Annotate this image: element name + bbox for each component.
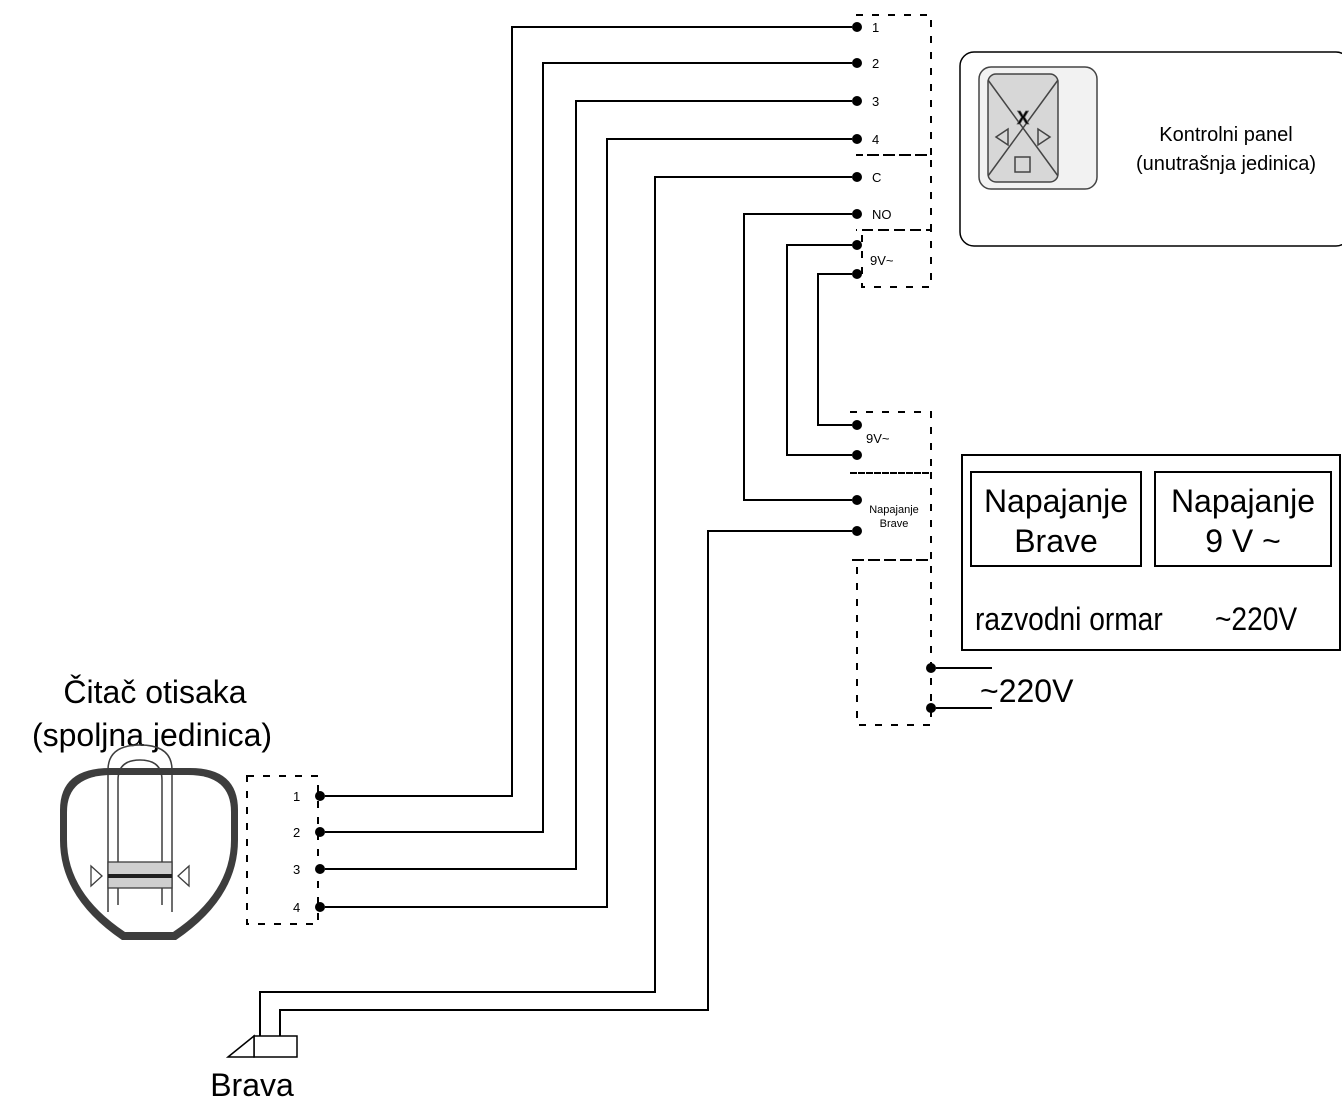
wire-1 xyxy=(325,26,852,797)
wire-c xyxy=(259,176,852,1037)
lock-bolt-icon xyxy=(225,1034,255,1058)
cabinet-lock-label-line1: Napajanje xyxy=(869,504,919,516)
reader-terminal-label: 4 xyxy=(293,900,300,915)
wire-lock-supply xyxy=(279,530,852,1037)
reader-terminal-label: 2 xyxy=(293,825,300,840)
panel-terminal-label: C xyxy=(872,170,881,185)
lock-supply-line1: Napajanje xyxy=(984,483,1128,519)
distribution-cabinet: 9V~ Napajanje Brave Napajanje Brave Napa… xyxy=(850,411,1341,726)
fingerprint-reader: Čitač otisaka (spoljna jedinica) 1 2 3 4 xyxy=(32,674,325,940)
lock-icon xyxy=(253,1035,298,1058)
right-arrow-icon xyxy=(90,864,103,888)
panel-terminal-blocks xyxy=(856,14,932,288)
mains-label: ~220V xyxy=(980,673,1074,709)
cabinet-footer-right: ~220V xyxy=(1215,602,1297,637)
fingerprint-reader-icon xyxy=(60,744,238,940)
panel-icon-mark: X xyxy=(1017,108,1029,128)
lock: Brava xyxy=(210,1034,298,1100)
wire-9v-a xyxy=(786,244,852,456)
reader-terminal-label: 1 xyxy=(293,789,300,804)
lock-label: Brava xyxy=(210,1067,294,1100)
panel-power-label: 9V~ xyxy=(870,253,894,268)
square-button-icon xyxy=(1014,156,1031,173)
lock-supply-box xyxy=(970,471,1142,567)
panel-terminal-label: 2 xyxy=(872,56,879,71)
panel-terminals xyxy=(852,22,862,279)
cabinet-9v-label: 9V~ xyxy=(866,431,890,446)
lock-supply-line2: Brave xyxy=(1014,523,1098,559)
control-panel-title-line1: Kontrolni panel xyxy=(1159,124,1292,146)
cabinet-footer-left: razvodni ormar xyxy=(975,602,1163,637)
panel-terminal-label: 1 xyxy=(872,20,879,35)
wire-4 xyxy=(325,138,852,908)
reader-terminal-label: 3 xyxy=(293,862,300,877)
wire-no xyxy=(743,213,852,501)
panel-terminal-labels: 1 2 3 4 C NO 9V~ xyxy=(870,20,894,268)
wire-9v-b xyxy=(817,273,852,426)
wire-3 xyxy=(325,100,852,870)
control-panel: X Kontrolni panel (unutrašnja jedinica) xyxy=(959,51,1342,247)
left-arrow-icon xyxy=(994,127,1009,147)
wires xyxy=(259,26,992,1037)
right-arrow-icon xyxy=(1037,127,1052,147)
wire-2 xyxy=(325,62,852,833)
panel-terminal-label: NO xyxy=(872,207,892,222)
control-panel-title-line2: (unutrašnja jedinica) xyxy=(1136,153,1316,175)
cabinet-lock-label-line2: Brave xyxy=(880,518,909,530)
reader-title-line1: Čitač otisaka xyxy=(63,674,246,710)
power-9v-line2: 9 V ~ xyxy=(1205,523,1281,559)
power-9v-line1: Napajanje xyxy=(1171,483,1315,519)
control-panel-icon: X xyxy=(978,66,1098,190)
reader-title-line2: (spoljna jedinica) xyxy=(32,717,272,753)
power-9v-box xyxy=(1154,471,1332,567)
left-arrow-icon xyxy=(177,864,190,888)
panel-terminal-label: 3 xyxy=(872,94,879,109)
panel-terminal-label: 4 xyxy=(872,132,879,147)
